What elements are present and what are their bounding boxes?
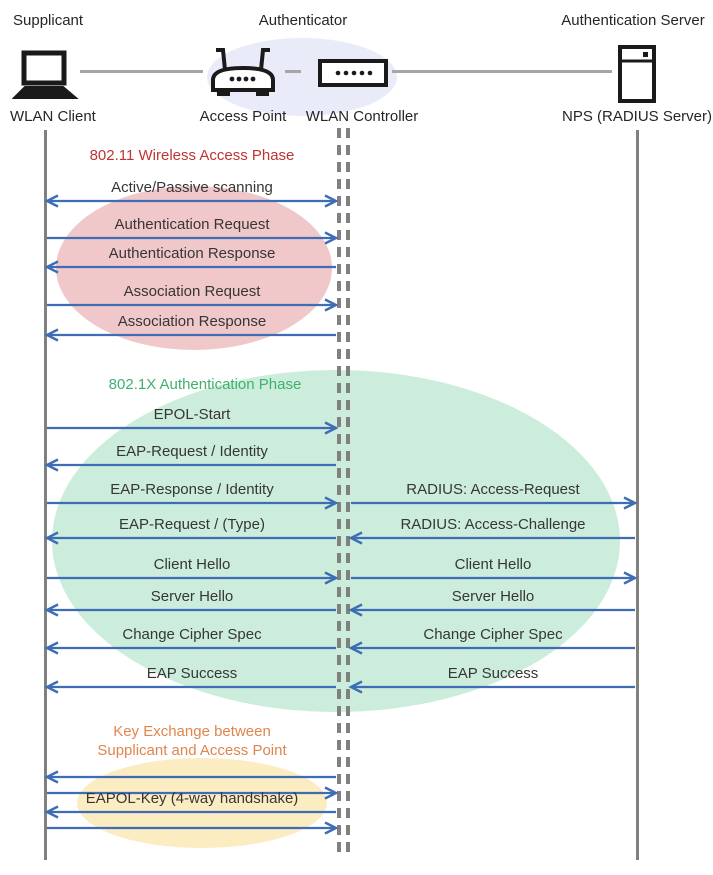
access-point-icon — [211, 48, 275, 96]
connector-line — [392, 70, 612, 73]
lifeline-dashed-right — [346, 128, 350, 855]
connector-dash — [285, 70, 301, 73]
laptop-icon — [11, 50, 79, 99]
role-label-supplicant: Supplicant — [13, 12, 84, 29]
server-icon — [618, 45, 656, 103]
phase3-title-line1: Key Exchange between — [113, 723, 271, 740]
connector-line — [80, 70, 203, 73]
lifeline-wlan-client — [44, 130, 47, 860]
phase3-ellipse — [77, 758, 327, 848]
phase1-ellipse — [56, 186, 332, 350]
role-label-authentication-server: Authentication Server — [561, 12, 705, 29]
wlan-controller-icon — [318, 59, 388, 87]
phase3-title: Key Exchange between Supplicant and Acce… — [48, 722, 336, 760]
role-label-authenticator: Authenticator — [258, 12, 348, 29]
phase2-ellipse — [52, 370, 620, 712]
device-label-wlan-controller: WLAN Controller — [305, 108, 419, 125]
lifeline-dashed-left — [337, 128, 341, 855]
device-label-wlan-client: WLAN Client — [10, 108, 96, 125]
device-label-access-point: Access Point — [199, 108, 287, 125]
phase1-title: 802.11 Wireless Access Phase — [89, 147, 295, 164]
device-label-nps: NPS (RADIUS Server) — [561, 108, 713, 125]
phase2-title: 802.1X Authentication Phase — [108, 376, 302, 393]
phase3-title-line2: Supplicant and Access Point — [97, 742, 287, 759]
lifeline-nps — [636, 130, 639, 860]
